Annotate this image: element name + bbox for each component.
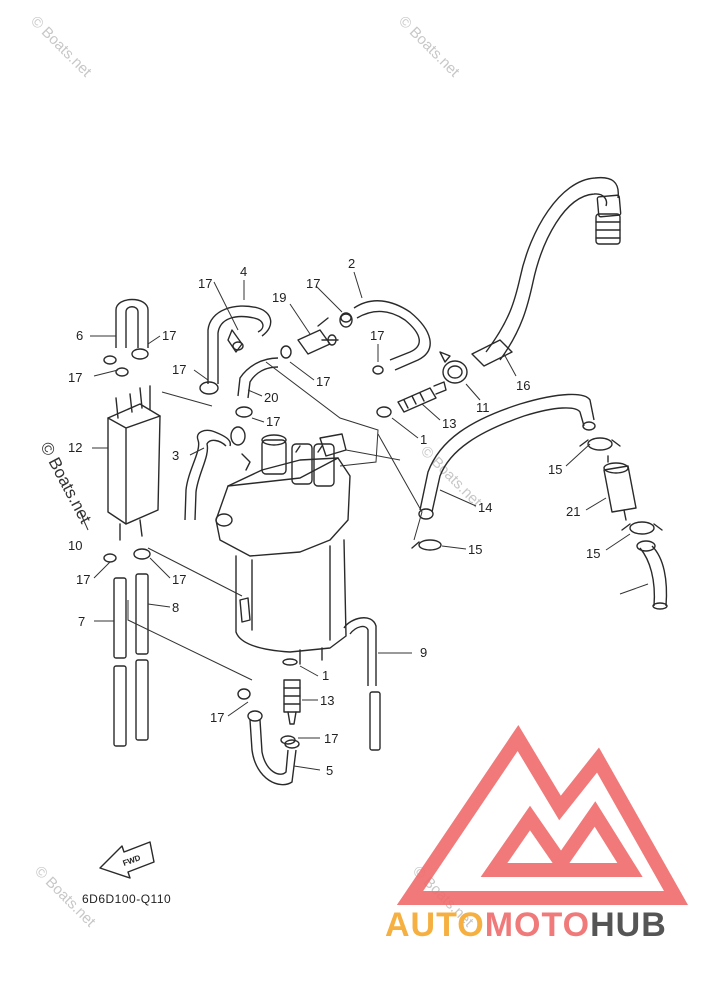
callout-5: 5 (326, 763, 333, 778)
callout-7: 7 (78, 614, 85, 629)
callout-labels: 6 17 17 12 10 17 17 7 8 17 4 17 3 17 20 … (68, 256, 600, 778)
hose-3 (184, 426, 246, 521)
callout-17l: 17 (324, 731, 338, 746)
callout-17h: 17 (306, 276, 320, 291)
routing-lines (127, 361, 423, 681)
callout-9: 9 (420, 645, 427, 660)
callout-13a: 13 (442, 416, 456, 431)
callout-16: 16 (516, 378, 530, 393)
fwd-label: FWD (122, 853, 142, 868)
callout-17c: 17 (76, 572, 90, 587)
watermark-top-left: © Boats.net (27, 13, 95, 81)
callout-4: 4 (240, 264, 247, 279)
brand-auto: AUTO (385, 906, 485, 944)
callout-6: 6 (76, 328, 83, 343)
callout-2: 2 (348, 256, 355, 271)
fwd-arrow-icon: FWD (99, 841, 155, 879)
callout-8: 8 (172, 600, 179, 615)
joint-18 (280, 317, 339, 359)
hose-9 (343, 617, 381, 751)
watermark-left-dark: © Boats.net (36, 439, 95, 527)
callout-10: 10 (68, 538, 82, 553)
filter-12 (107, 385, 161, 541)
watermark-layer: © Boats.net © Boats.net © Boats.net © Bo… (27, 13, 485, 931)
hose-5 (247, 710, 300, 786)
parts-lines: FWD (99, 176, 668, 879)
callout-11: 11 (476, 400, 490, 415)
fuel-filter-20 (603, 455, 637, 521)
joint-13-top (397, 381, 447, 413)
callout-leaders (79, 271, 649, 771)
clamp-11 (439, 351, 468, 384)
drawing-code: 6D6D100-Q110 (82, 892, 171, 906)
clip-15b (621, 521, 663, 535)
vapor-separator (215, 433, 351, 666)
callout-17a: 17 (162, 328, 176, 343)
hose-14 (418, 393, 596, 520)
hose-8 (135, 573, 149, 741)
callout-1b: 1 (322, 668, 329, 683)
brand-moto: MOTO (485, 906, 590, 944)
callout-1a: 1 (420, 432, 427, 447)
callout-19: 20 (264, 390, 278, 405)
callout-17f: 17 (172, 362, 186, 377)
callout-17d: 17 (172, 572, 186, 587)
callout-15a: 15 (468, 542, 482, 557)
callout-15b: 15 (548, 462, 562, 477)
callout-17j: 17 (370, 328, 384, 343)
callout-15c: 15 (586, 546, 600, 561)
brand-logo: AUTOMOTOHUB (385, 724, 688, 944)
hose-21 (636, 540, 668, 610)
callout-17i: 17 (316, 374, 330, 389)
callout-17e: 17 (198, 276, 212, 291)
hose-2 (339, 300, 431, 371)
watermark-top-right: © Boats.net (395, 13, 463, 81)
hose-4 (199, 305, 272, 395)
callout-14: 14 (478, 500, 492, 515)
o-ring-1-top (376, 406, 392, 418)
hose-7 (113, 577, 127, 747)
hose-6 (115, 298, 149, 348)
callout-17k: 17 (210, 710, 224, 725)
callout-12: 12 (68, 440, 82, 455)
hose-16 (471, 176, 622, 367)
clip-15c (411, 539, 442, 551)
svg-text:AUTOMOTOHUB: AUTOMOTOHUB (385, 906, 667, 944)
clip-17-set (103, 313, 384, 745)
callout-20: 21 (566, 504, 580, 519)
brand-hub: HUB (590, 906, 667, 944)
callout-17g: 17 (266, 414, 280, 429)
callout-3: 3 (172, 448, 179, 463)
brand-logo-mark (396, 724, 688, 905)
callout-13b: 13 (320, 693, 334, 708)
clip-15a (579, 437, 621, 451)
callout-18: 19 (272, 290, 286, 305)
hose-19 (237, 357, 279, 399)
callout-17b: 17 (68, 370, 82, 385)
joint-13-bottom (283, 679, 301, 725)
